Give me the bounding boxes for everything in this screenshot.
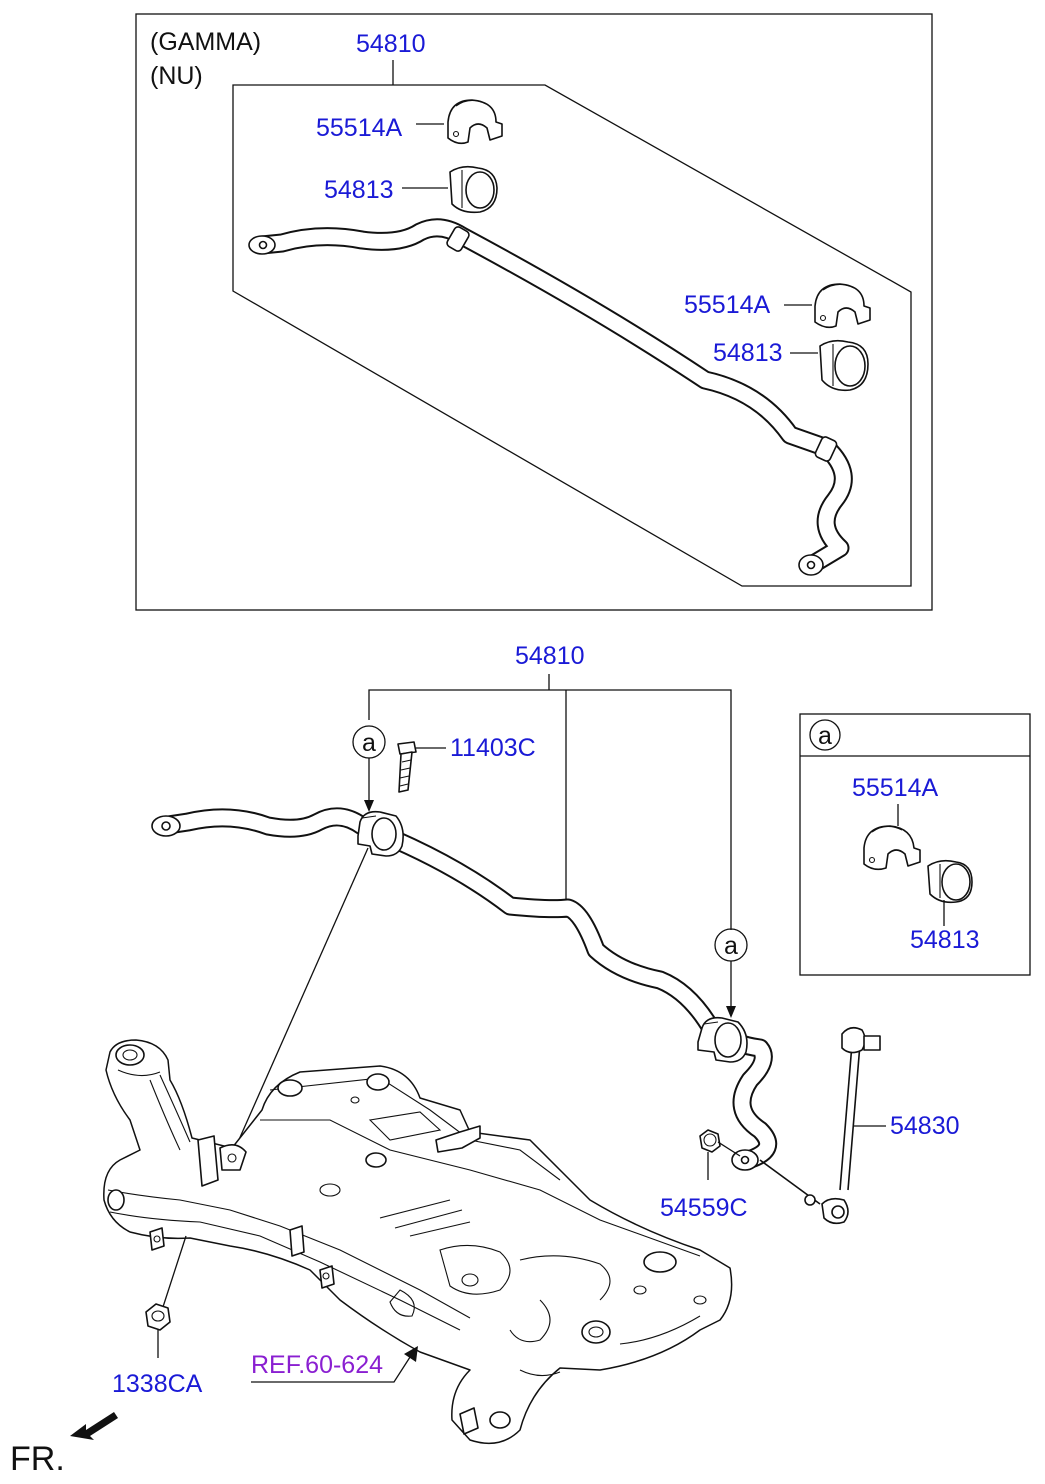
mount-nut-number[interactable]: 1338CA bbox=[112, 1370, 203, 1398]
detail-a-bracket[interactable] bbox=[863, 825, 921, 871]
inset-bushing-upper-number[interactable]: 54813 bbox=[324, 176, 394, 204]
subframe[interactable] bbox=[103, 1039, 733, 1445]
detail-a: a 55514A 54813 bbox=[799, 713, 1031, 976]
stabilizer-link[interactable] bbox=[759, 1026, 881, 1225]
detail-a-badge bbox=[809, 719, 841, 751]
reference-link[interactable]: REF.60-624 bbox=[251, 1351, 383, 1379]
inset-bracket-lower[interactable] bbox=[814, 283, 871, 329]
inset-bracket-upper-number[interactable]: 55514A bbox=[316, 114, 403, 142]
inset-top: (GAMMA) (NU) 54810 55514A bbox=[135, 13, 933, 611]
engine-label-gamma: (GAMMA) bbox=[150, 28, 261, 56]
inset-assembly-bracket bbox=[232, 84, 912, 587]
inset-bushing-upper[interactable] bbox=[449, 165, 498, 214]
inset-bushing-lower-number[interactable]: 54813 bbox=[713, 339, 783, 367]
inset-bushing-lower[interactable] bbox=[819, 339, 869, 392]
main-assembly-number[interactable]: 54810 bbox=[515, 642, 585, 670]
front-label: FR. bbox=[10, 1440, 65, 1478]
svg-text:a: a bbox=[362, 729, 376, 757]
bar-bushing-right[interactable] bbox=[697, 1016, 748, 1063]
bolt[interactable] bbox=[397, 741, 417, 793]
main-assembly-bracket bbox=[368, 689, 732, 930]
bar-bushing-left[interactable] bbox=[357, 810, 404, 857]
bolt-number[interactable]: 11403C bbox=[450, 734, 536, 762]
link-nut[interactable] bbox=[699, 1129, 721, 1153]
detail-a-frame bbox=[799, 713, 1031, 976]
detail-a-bushing[interactable] bbox=[927, 859, 973, 904]
front-indicator: FR. bbox=[10, 1412, 118, 1478]
svg-text:a: a bbox=[818, 722, 832, 750]
svg-text:a: a bbox=[724, 932, 738, 960]
detail-a-bracket-number[interactable]: 55514A bbox=[852, 774, 939, 802]
inset-bracket-lower-number[interactable]: 55514A bbox=[684, 291, 771, 319]
inset-top-frame bbox=[135, 13, 933, 611]
engine-label-nu: (NU) bbox=[150, 62, 203, 90]
main-stabilizer-bar[interactable] bbox=[151, 807, 778, 1171]
link-number[interactable]: 54830 bbox=[890, 1112, 960, 1140]
link-nut-number[interactable]: 54559C bbox=[660, 1194, 748, 1222]
inset-stabilizer-bar[interactable] bbox=[248, 218, 853, 576]
inset-assembly-number[interactable]: 54810 bbox=[356, 30, 426, 58]
inset-bracket-upper[interactable] bbox=[447, 99, 503, 145]
main-assembly: 54810 a a 11403C bbox=[103, 642, 960, 1445]
front-arrow-icon bbox=[70, 1412, 118, 1440]
mount-nut[interactable] bbox=[145, 1303, 171, 1331]
detail-a-bushing-number[interactable]: 54813 bbox=[910, 926, 980, 954]
